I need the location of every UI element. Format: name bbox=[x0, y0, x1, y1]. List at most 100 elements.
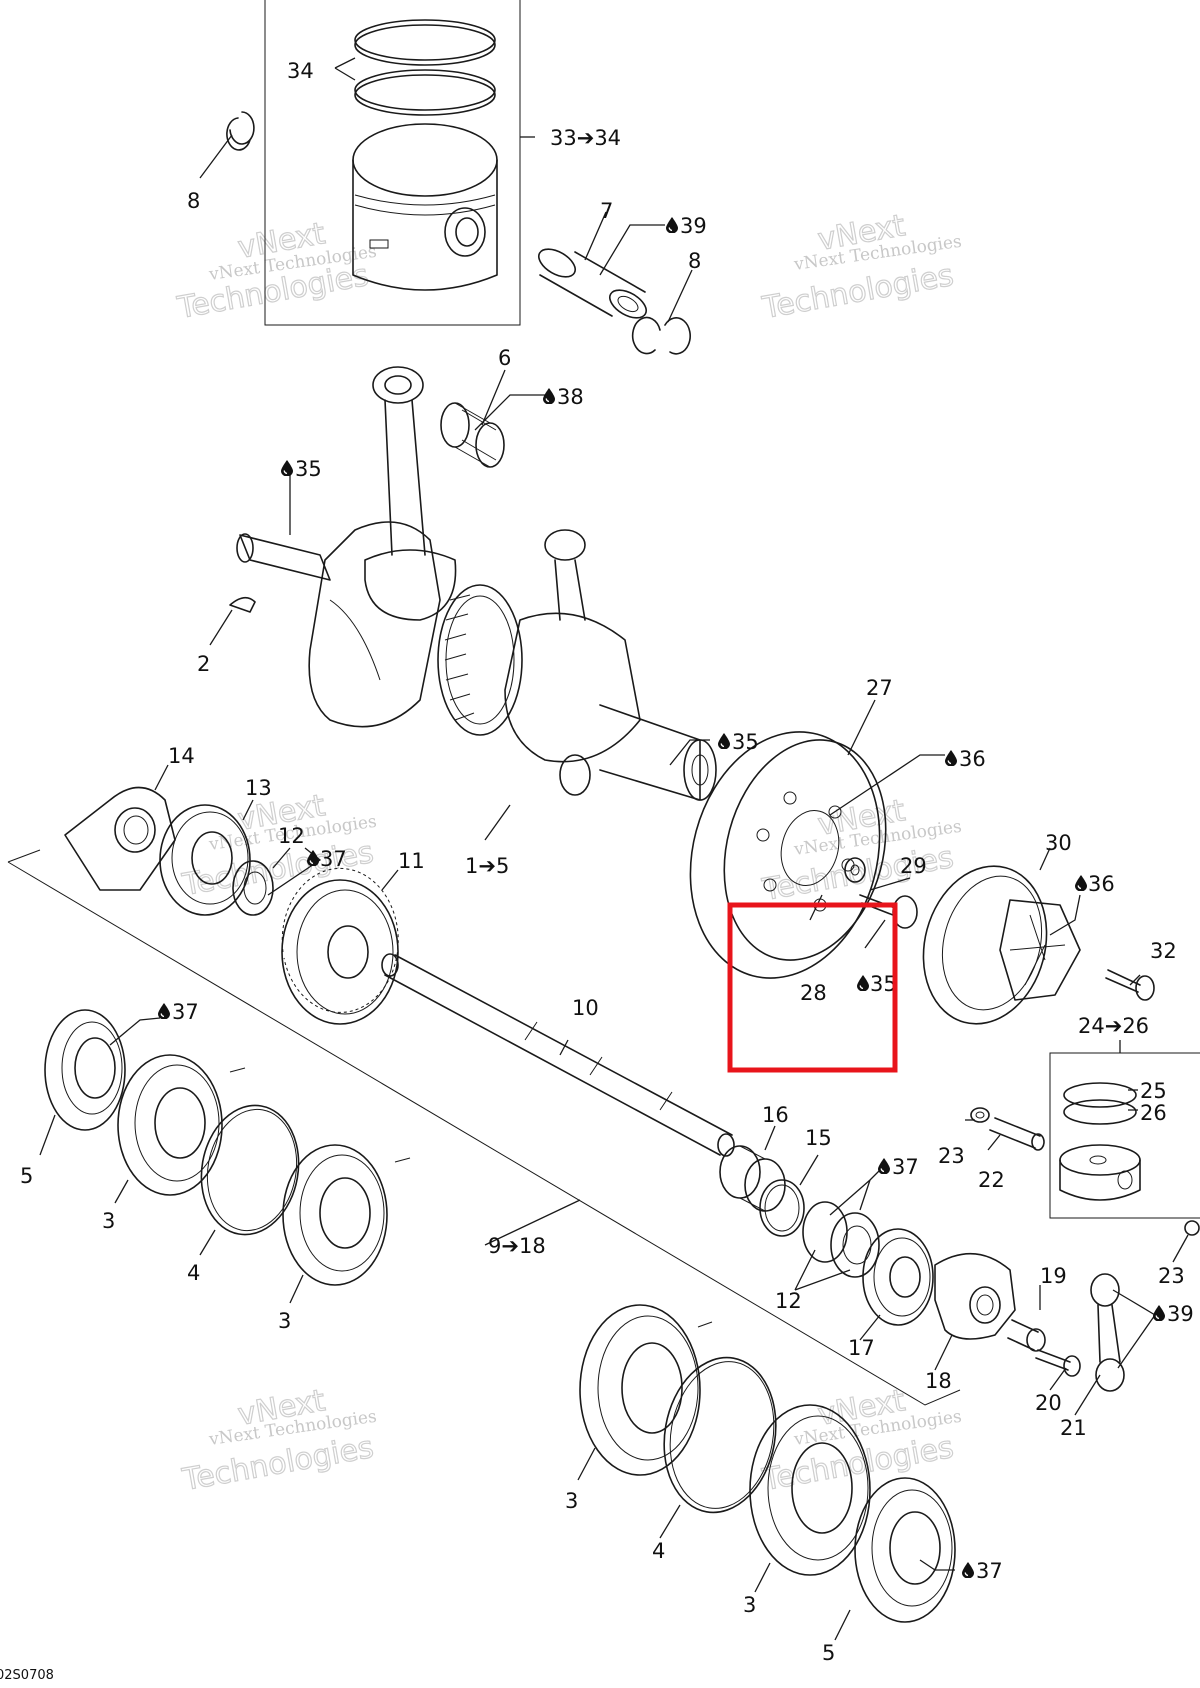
watermark-mid-right: vNext Technologies vNext Technologies bbox=[759, 793, 963, 909]
label-20: 20 bbox=[1035, 1391, 1062, 1415]
ball-bearing-3-bottom-right[interactable] bbox=[749, 1404, 871, 1576]
oil-seal-5-left[interactable] bbox=[44, 1009, 126, 1131]
oil-drop-icon bbox=[857, 975, 869, 991]
label-27: 27 bbox=[866, 676, 893, 700]
kit-box bbox=[1049, 1052, 1200, 1219]
ring-15[interactable] bbox=[759, 1179, 805, 1237]
piston-circlip-right[interactable] bbox=[631, 316, 691, 355]
ball-bearing-3-lower-left[interactable] bbox=[282, 1144, 411, 1286]
label-35-box: 35 bbox=[870, 972, 897, 996]
label-16: 16 bbox=[762, 1103, 789, 1127]
piston-rings[interactable] bbox=[354, 19, 496, 116]
label-13: 13 bbox=[245, 776, 272, 800]
balance-shaft-10[interactable] bbox=[381, 953, 735, 1157]
oil-drop-icon bbox=[945, 750, 957, 766]
label-14: 14 bbox=[168, 744, 195, 768]
snap-ring-4-bottom[interactable] bbox=[652, 1349, 787, 1522]
needle-bearing-16[interactable] bbox=[719, 1145, 786, 1212]
oil-drop-icon bbox=[962, 1562, 974, 1578]
ball-bearing-17[interactable] bbox=[862, 1228, 934, 1326]
label-7: 7 bbox=[600, 199, 613, 223]
label-37-bottom: 37 bbox=[976, 1559, 1003, 1583]
gear-11[interactable] bbox=[281, 867, 399, 1025]
oil-drop-icon bbox=[543, 388, 555, 404]
label-26: 26 bbox=[1140, 1101, 1167, 1125]
label-39-top: 39 bbox=[680, 214, 707, 238]
label-34: 34 bbox=[287, 59, 314, 83]
nut-23-right[interactable] bbox=[1184, 1220, 1200, 1236]
label-23-left: 23 bbox=[938, 1144, 965, 1168]
label-37-top: 37 bbox=[320, 847, 347, 871]
crankshaft[interactable] bbox=[236, 521, 717, 801]
oil-drop-icon bbox=[718, 733, 730, 749]
oil-drop-icon bbox=[878, 1158, 890, 1174]
label-33-34: 33➔34 bbox=[550, 126, 621, 150]
bushing-19[interactable] bbox=[1007, 1319, 1046, 1352]
label-21: 21 bbox=[1060, 1416, 1087, 1440]
label-8-right: 8 bbox=[688, 249, 701, 273]
screw-20[interactable] bbox=[1035, 1349, 1081, 1377]
drive-coupling[interactable] bbox=[906, 852, 1081, 1038]
label-17: 17 bbox=[848, 1336, 875, 1360]
label-12-top: 12 bbox=[278, 824, 305, 848]
label-11: 11 bbox=[398, 849, 425, 873]
label-22: 22 bbox=[978, 1168, 1005, 1192]
highlight-box bbox=[727, 902, 898, 1073]
label-30: 30 bbox=[1045, 831, 1072, 855]
ball-bearing-13[interactable] bbox=[159, 804, 251, 916]
oil-drop-icon bbox=[281, 460, 293, 476]
oil-drop-icon bbox=[158, 1003, 170, 1019]
label-25: 25 bbox=[1140, 1079, 1167, 1103]
watermark-bottom-left: vNext Technologies vNext Technologies bbox=[179, 1383, 378, 1499]
label-36-right: 36 bbox=[1088, 872, 1115, 896]
label-36-top: 36 bbox=[959, 747, 986, 771]
piston[interactable] bbox=[352, 123, 498, 291]
label-3-bottom-right: 3 bbox=[743, 1593, 756, 1617]
label-37-left: 37 bbox=[172, 1000, 199, 1024]
piston-circlip-left[interactable] bbox=[226, 111, 255, 151]
label-37-mid: 37 bbox=[892, 1155, 919, 1179]
kit-piston[interactable] bbox=[1059, 1144, 1141, 1201]
label-4-bottom: 4 bbox=[652, 1539, 665, 1563]
woodruff-key[interactable] bbox=[229, 596, 256, 613]
label-2: 2 bbox=[197, 652, 210, 676]
label-4-left: 4 bbox=[187, 1261, 200, 1285]
oil-seal-5-bottom[interactable] bbox=[854, 1477, 956, 1623]
label-5-bottom: 5 bbox=[822, 1641, 835, 1665]
counterweight-left[interactable] bbox=[64, 786, 176, 891]
label-9-18: 9➔18 bbox=[488, 1234, 546, 1258]
label-28: 28 bbox=[800, 981, 827, 1005]
label-6: 6 bbox=[498, 346, 511, 370]
label-32: 32 bbox=[1150, 939, 1177, 963]
svg-text:Technologies: Technologies bbox=[759, 258, 956, 326]
ball-bearing-3-bottom-left[interactable] bbox=[579, 1304, 713, 1476]
link-rod-21[interactable] bbox=[1090, 1273, 1125, 1392]
label-3-left-upper: 3 bbox=[102, 1209, 115, 1233]
oil-seals-12-pair[interactable] bbox=[802, 1201, 880, 1278]
connecting-rod[interactable] bbox=[364, 366, 457, 621]
label-19: 19 bbox=[1040, 1264, 1067, 1288]
snap-ring-4-left[interactable] bbox=[191, 1098, 308, 1243]
oil-drop-icon bbox=[1075, 875, 1087, 891]
piston-pin[interactable] bbox=[534, 243, 651, 323]
coupling-screw[interactable] bbox=[1105, 969, 1155, 1001]
callout-labels: 34 33➔34 8 7 39 8 6 38 35 2 27 35 36 14 … bbox=[0, 59, 1194, 1683]
flywheel-washer[interactable] bbox=[844, 857, 866, 883]
nut-23-left[interactable] bbox=[970, 1107, 990, 1123]
ball-bearing-3-upper-left[interactable] bbox=[117, 1054, 246, 1196]
label-24-26: 24➔26 bbox=[1078, 1014, 1149, 1038]
needle-bearing[interactable] bbox=[440, 402, 505, 468]
leader-lines bbox=[39, 57, 1189, 1641]
label-3-left-lower: 3 bbox=[278, 1309, 291, 1333]
label-38: 38 bbox=[557, 385, 584, 409]
kit-rings[interactable] bbox=[1063, 1082, 1137, 1125]
counterweight-18[interactable] bbox=[934, 1252, 1016, 1340]
pin-22[interactable] bbox=[989, 1117, 1045, 1151]
label-18: 18 bbox=[925, 1369, 952, 1393]
label-5-left: 5 bbox=[20, 1164, 33, 1188]
watermark-top-right: vNext Technologies vNext Technologies bbox=[759, 208, 963, 327]
label-23-right: 23 bbox=[1158, 1264, 1185, 1288]
label-1-5: 1➔5 bbox=[465, 854, 509, 878]
oil-seal-12[interactable] bbox=[232, 860, 274, 916]
